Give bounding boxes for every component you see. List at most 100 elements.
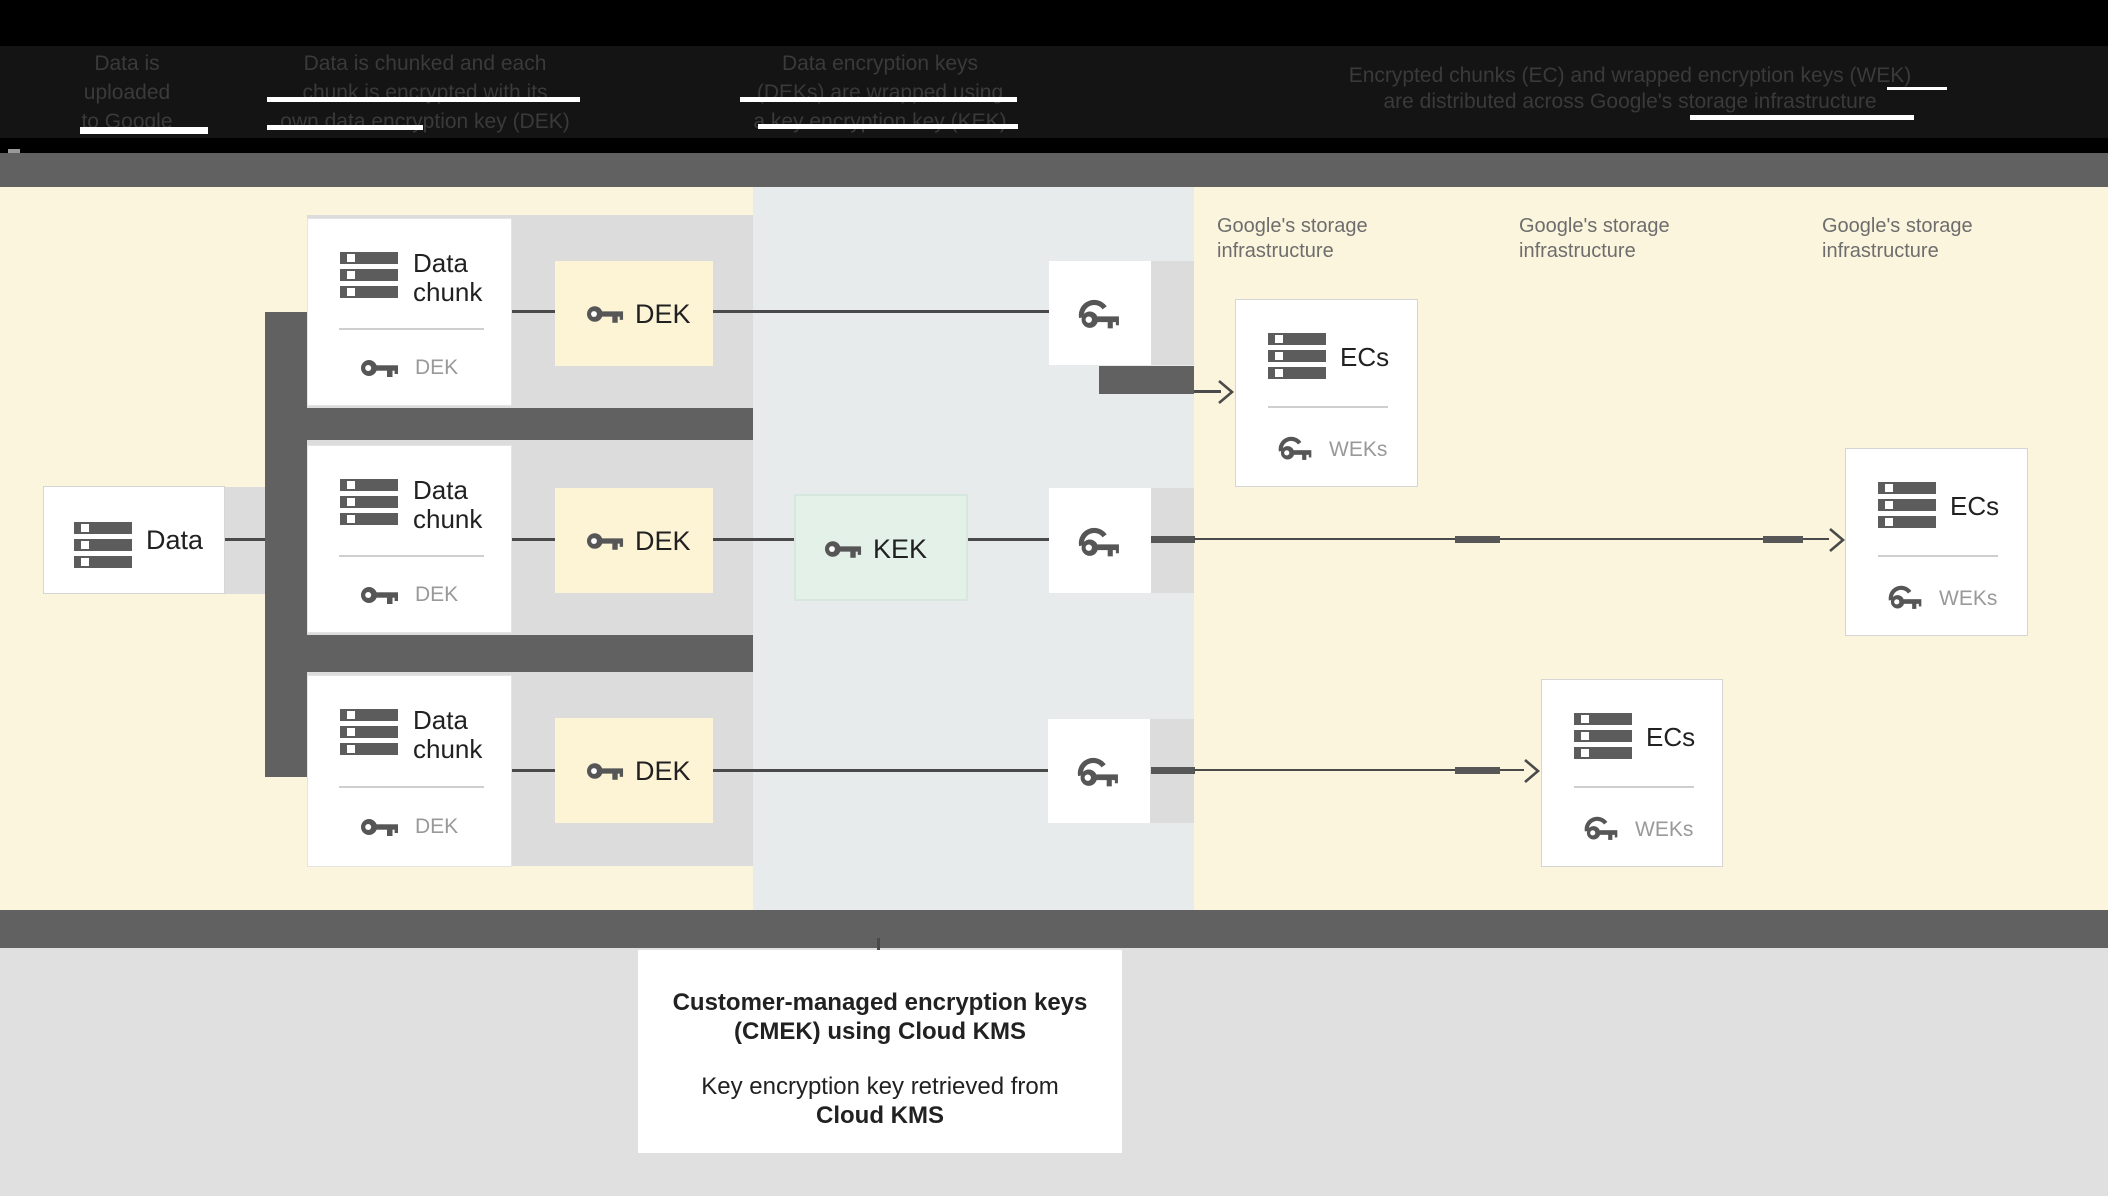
connector-dek1-key1 bbox=[713, 310, 1049, 313]
caption-title-line: (CMEK) using Cloud KMS bbox=[734, 1018, 1026, 1045]
data-chunk-box: Data chunk DEK bbox=[307, 218, 512, 406]
arrow2-line bbox=[1194, 538, 1829, 540]
header-text-band bbox=[0, 46, 2108, 138]
chunk-title-line: chunk bbox=[413, 277, 483, 307]
wek-key-icon bbox=[1888, 585, 1922, 609]
wek-key-icon bbox=[1278, 436, 1312, 460]
arrow2-thick bbox=[1151, 536, 1195, 543]
chunk-divider bbox=[339, 786, 484, 788]
dek-box-label: DEK bbox=[635, 299, 691, 329]
connector-dek2-kek bbox=[713, 538, 794, 541]
ecs-box: ECs WEKs bbox=[1235, 299, 1418, 487]
header-step-3-line: Data encryption keys bbox=[781, 52, 979, 75]
chunk-dek-label: DEK bbox=[415, 815, 459, 838]
chunk-divider bbox=[339, 555, 484, 557]
chunk-dek-label: DEK bbox=[415, 356, 459, 379]
chunk-title-line: Data bbox=[413, 705, 468, 735]
wrapped-key-icon bbox=[1078, 527, 1119, 557]
connector-chunk2-dek2 bbox=[512, 538, 555, 541]
wrapped-key-bar bbox=[1099, 366, 1194, 394]
caption-subtitle-line: Key encryption key retrieved from bbox=[701, 1073, 1059, 1100]
caption-box: Customer-managed encryption keys (CMEK) … bbox=[638, 950, 1122, 1153]
connector-data-to-trunk bbox=[225, 538, 265, 541]
key-icon bbox=[586, 306, 624, 323]
wrapped-key-box bbox=[1048, 719, 1150, 823]
ecs-box: ECs WEKs bbox=[1541, 679, 1723, 867]
header-underline bbox=[267, 125, 423, 130]
header-step-1-line: uploaded bbox=[83, 81, 171, 104]
connector-chunk3-dek3 bbox=[512, 769, 555, 772]
ecs-box: ECs WEKs bbox=[1845, 448, 2028, 636]
ecs-divider bbox=[1878, 555, 1998, 557]
ecs-divider bbox=[1574, 786, 1694, 788]
ecs-label: ECs bbox=[1950, 491, 2000, 521]
wrapped-key-box bbox=[1049, 261, 1151, 365]
wrapped-key-box bbox=[1049, 488, 1151, 593]
storage-header-line: infrastructure bbox=[1822, 240, 1939, 262]
arrowhead-icon bbox=[1829, 528, 1846, 552]
ecs-label: ECs bbox=[1340, 342, 1390, 372]
chunk-title-line: Data bbox=[413, 248, 468, 278]
caption-pointer-tick bbox=[877, 938, 880, 951]
wek-label: WEKs bbox=[1939, 587, 1998, 610]
arrow2-boundary-mark bbox=[1763, 536, 1803, 543]
key-icon bbox=[586, 533, 624, 550]
dek-key-icon bbox=[361, 360, 398, 377]
header-step-1: Data is uploaded to Google bbox=[62, 49, 192, 136]
chunk-title-line: chunk bbox=[413, 504, 483, 534]
header-step-2-line: own data encryption key (DEK) bbox=[280, 110, 570, 133]
kek-box-label: KEK bbox=[873, 534, 928, 564]
header-underline bbox=[267, 97, 580, 102]
key-icon bbox=[824, 541, 862, 558]
storage-header-line: infrastructure bbox=[1217, 240, 1334, 262]
arrow3-line bbox=[1194, 769, 1524, 771]
chunk-branch-trunk bbox=[265, 312, 307, 777]
data-icon bbox=[74, 522, 132, 568]
header-step-2-line: chunk is encrypted with its bbox=[302, 81, 548, 104]
wek-label: WEKs bbox=[1635, 818, 1694, 841]
caption-spacer bbox=[638, 1046, 1122, 1072]
dek-box-label: DEK bbox=[635, 756, 691, 786]
wrapped-key-icon bbox=[1077, 757, 1118, 787]
data-chunk-icon bbox=[340, 252, 398, 298]
storage-header-line: Google's storage bbox=[1217, 215, 1368, 237]
storage-header-line: infrastructure bbox=[1519, 240, 1636, 262]
caption-subtitle-line: Cloud KMS bbox=[816, 1102, 944, 1129]
header-step-1-line: Data is bbox=[94, 52, 160, 75]
header-underline bbox=[80, 127, 208, 134]
chunk-divider bbox=[339, 328, 484, 330]
header-underline bbox=[1887, 87, 1947, 90]
wek-key-icon bbox=[1584, 816, 1618, 840]
arrowhead-icon bbox=[1524, 759, 1541, 783]
top-separator-band bbox=[0, 153, 2108, 187]
header-step-2: Data is chunked and each chunk is encryp… bbox=[250, 49, 600, 136]
chunk-branch-band bbox=[265, 408, 753, 440]
key-box-band bbox=[1151, 261, 1194, 365]
header-step-3: Data encryption keys (DEKs) are wrapped … bbox=[730, 49, 1030, 136]
header-step-4-line: are distributed across Google's storage … bbox=[1383, 90, 1877, 113]
ecs-divider bbox=[1268, 406, 1388, 408]
bottom-separator-band bbox=[0, 910, 2108, 948]
storage-header-line: Google's storage bbox=[1822, 215, 1973, 237]
chunk-title-line: Data bbox=[413, 475, 468, 505]
header-underline bbox=[740, 97, 1017, 102]
header-underline bbox=[758, 124, 1018, 129]
dek-key-icon bbox=[361, 819, 398, 836]
data-chunk-icon bbox=[340, 479, 398, 525]
header-underline bbox=[1690, 115, 1914, 120]
data-chunk-icon bbox=[340, 709, 398, 755]
dek-box: DEK bbox=[555, 261, 713, 366]
dek-box-label: DEK bbox=[635, 526, 691, 556]
chunk-dek-label: DEK bbox=[415, 583, 459, 606]
arrow3-boundary-mark bbox=[1455, 767, 1500, 774]
kek-box: KEK bbox=[794, 494, 968, 601]
connector-kek-key2 bbox=[968, 538, 1049, 541]
ecs-label: ECs bbox=[1646, 722, 1696, 752]
arrow2-boundary-mark bbox=[1455, 536, 1500, 543]
data-box-label: Data bbox=[146, 525, 204, 555]
caption-spacer bbox=[638, 950, 1122, 988]
header-step-3-line: (DEKs) are wrapped using bbox=[756, 81, 1004, 104]
data-chunk-box: Data chunk DEK bbox=[307, 675, 512, 867]
wek-label: WEKs bbox=[1329, 438, 1388, 461]
header-step-4-line: Encrypted chunks (EC) and wrapped encryp… bbox=[1348, 64, 1912, 87]
